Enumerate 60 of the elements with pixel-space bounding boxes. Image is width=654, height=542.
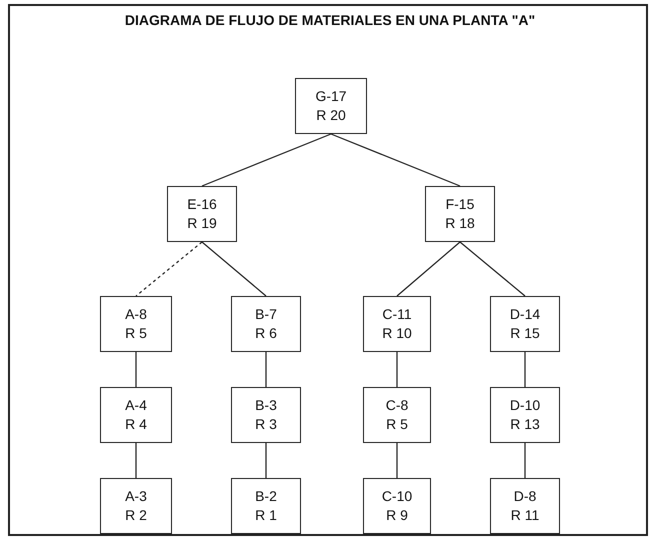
item-code: C-8 — [386, 396, 408, 415]
item-code: B-3 — [255, 396, 277, 415]
connector-line — [396, 352, 398, 387]
item-value: R 18 — [445, 214, 475, 233]
item-value: R 1 — [255, 506, 277, 525]
process-box — [490, 478, 560, 534]
item-value: R 2 — [125, 506, 147, 525]
item-code: C-11 — [382, 305, 412, 324]
process-box — [425, 186, 495, 242]
process-box — [100, 296, 172, 352]
item-value: R 3 — [255, 415, 277, 434]
item-code: B-7 — [255, 305, 277, 324]
process-box — [231, 478, 301, 534]
connector-line — [202, 133, 332, 187]
item-value: R 9 — [386, 506, 408, 525]
connector-line — [396, 443, 398, 478]
item-code: E-16 — [187, 195, 217, 214]
item-code: B-2 — [255, 487, 277, 506]
connector-line — [265, 352, 267, 387]
connector-line — [265, 443, 267, 478]
item-code: D-8 — [514, 487, 536, 506]
process-box — [295, 78, 367, 134]
item-value: R 10 — [382, 324, 412, 343]
item-code: A-4 — [125, 396, 147, 415]
process-box — [231, 296, 301, 352]
process-box — [490, 387, 560, 443]
connector-line — [524, 352, 526, 387]
item-code: G-17 — [315, 87, 347, 106]
connector-line — [396, 242, 460, 296]
diagram-title: DIAGRAMA DE FLUJO DE MATERIALES EN UNA PLANTA "A" — [124, 11, 536, 30]
process-box — [490, 296, 560, 352]
item-code: F-15 — [446, 195, 474, 214]
item-value: R 11 — [510, 506, 540, 525]
item-value: R 19 — [187, 214, 217, 233]
item-value: R 13 — [510, 415, 540, 434]
connector-line — [135, 352, 137, 387]
item-code: A-8 — [125, 305, 147, 324]
item-value: R 5 — [386, 415, 408, 434]
connector-line — [135, 443, 137, 478]
process-box — [100, 387, 172, 443]
process-box — [363, 478, 431, 534]
connector-line — [202, 242, 266, 296]
connector-line — [524, 443, 526, 478]
item-value: R 15 — [510, 324, 540, 343]
item-code: C-10 — [382, 487, 412, 506]
process-box — [363, 296, 431, 352]
item-code: A-3 — [125, 487, 147, 506]
item-value: R 4 — [125, 415, 147, 434]
item-value: R 6 — [255, 324, 277, 343]
item-code: D-10 — [510, 396, 540, 415]
item-value: R 20 — [316, 106, 346, 125]
item-value: R 5 — [125, 324, 147, 343]
connector-line — [460, 242, 526, 296]
process-box — [100, 478, 172, 534]
process-box — [231, 387, 301, 443]
item-code: D-14 — [510, 305, 540, 324]
connector-line — [136, 242, 202, 296]
process-box — [363, 387, 431, 443]
connector-line — [330, 133, 460, 187]
process-box — [167, 186, 237, 242]
